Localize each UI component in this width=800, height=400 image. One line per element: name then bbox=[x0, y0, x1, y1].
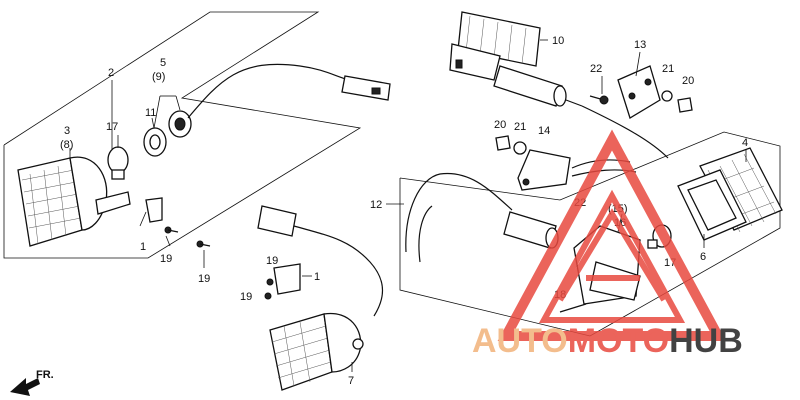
callout-21b: 21 bbox=[514, 121, 526, 133]
callout-6: 6 bbox=[700, 251, 706, 263]
callout-14: 14 bbox=[538, 125, 550, 137]
front-left-socket bbox=[168, 110, 192, 138]
callout-19c: 19 bbox=[266, 255, 278, 267]
front-left-bulb bbox=[107, 146, 129, 180]
rear-upper-bolts bbox=[589, 90, 693, 113]
callout-21a: 21 bbox=[662, 63, 674, 75]
front-right-bracket bbox=[264, 263, 301, 300]
callout-19d: 19 bbox=[240, 291, 252, 303]
callout-10: 10 bbox=[552, 35, 564, 47]
callout-8: (8) bbox=[60, 139, 73, 151]
callout-22a: 22 bbox=[590, 63, 602, 75]
front-right-wire-harness bbox=[257, 205, 383, 317]
callout-7: 7 bbox=[348, 375, 354, 387]
callout-3: 3 bbox=[64, 125, 70, 137]
warning-triangle-logo-icon bbox=[497, 129, 727, 341]
callout-9: (9) bbox=[152, 71, 165, 83]
autotomotohub-watermark: AUTOMOTOHUB bbox=[472, 129, 743, 360]
callout-12: 12 bbox=[370, 199, 382, 211]
front-right-lens-assembly bbox=[269, 312, 364, 391]
callout-4: 4 bbox=[742, 137, 748, 149]
rear-upper-lens-assembly bbox=[449, 11, 541, 81]
front-left-group-frame bbox=[3, 11, 362, 259]
leader-lines bbox=[69, 39, 747, 372]
callout-20a: 20 bbox=[682, 75, 694, 87]
watermark-part-moto: MOTO bbox=[568, 322, 669, 360]
callout-1a: 1 bbox=[140, 241, 146, 253]
rear-upper-bracket bbox=[617, 65, 661, 119]
front-left-socket-gasket bbox=[143, 127, 167, 157]
rear-upper-stalk bbox=[493, 65, 669, 159]
callout-20b: 20 bbox=[494, 119, 506, 131]
front-direction-label: FR. bbox=[36, 369, 54, 381]
callout-5: 5 bbox=[160, 57, 166, 69]
callout-2: 2 bbox=[108, 67, 114, 79]
front-left-wire-harness bbox=[187, 63, 391, 119]
svg-text:AUTOMOTOHUB: AUTOMOTOHUB bbox=[472, 322, 743, 360]
callout-13: 13 bbox=[634, 39, 646, 51]
callout-17a: 17 bbox=[106, 121, 118, 133]
watermark-part-hub: HUB bbox=[669, 322, 743, 360]
callout-11: 11 bbox=[145, 107, 156, 119]
rear-lens-gasket-6 bbox=[677, 169, 747, 241]
callout-1b: 1 bbox=[314, 271, 320, 283]
watermark-part-auto: AUTO bbox=[472, 322, 568, 360]
front-direction-indicator: FR. bbox=[10, 369, 54, 396]
rear-lower-washers bbox=[495, 135, 527, 155]
callout-19b: 19 bbox=[198, 273, 210, 285]
front-bracket-upper bbox=[139, 197, 211, 248]
front-arrow-icon bbox=[10, 378, 40, 396]
front-left-lens-assembly bbox=[17, 156, 131, 247]
callout-19a: 19 bbox=[160, 253, 172, 265]
